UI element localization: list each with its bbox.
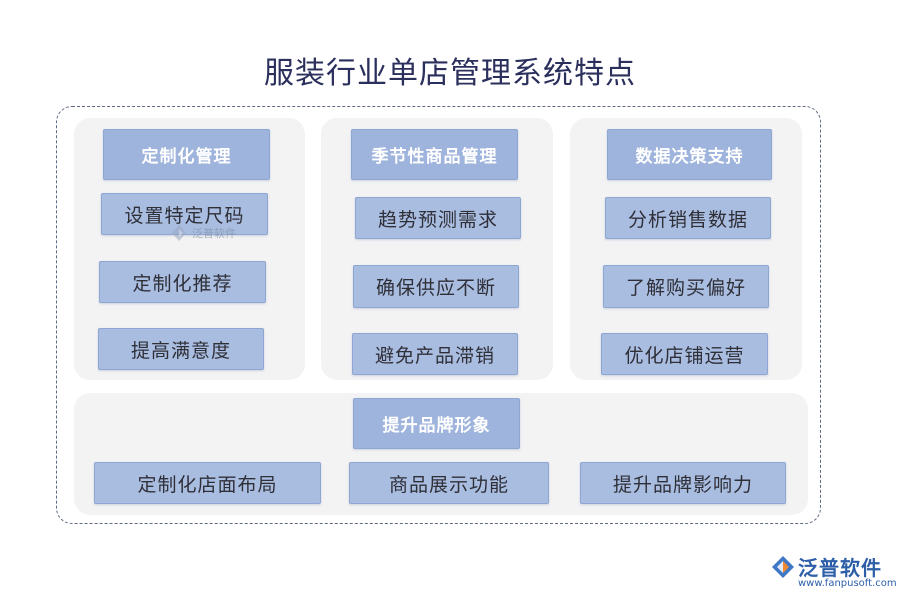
diagram-title: 服装行业单店管理系统特点 (264, 56, 636, 91)
column-1-header: 定制化管理 (103, 129, 270, 180)
column-1-item-3: 提高满意度 (98, 328, 264, 370)
column-2-item-3: 避免产品滞销 (352, 333, 518, 375)
fanpu-logo-icon (172, 225, 186, 241)
column-3-item-1: 分析销售数据 (605, 197, 771, 239)
watermark: 泛普软件 (170, 222, 280, 244)
bottom-item-1: 定制化店面布局 (94, 462, 321, 504)
column-3-header: 数据决策支持 (607, 129, 772, 180)
watermark-text: 泛普软件 (192, 227, 236, 240)
bottom-item-2: 商品展示功能 (349, 462, 549, 504)
bottom-item-3: 提升品牌影响力 (580, 462, 786, 504)
column-1-item-1: 设置特定尺码 (101, 193, 268, 235)
brand-logo: 泛普软件 www.fanpusoft.com (768, 552, 897, 596)
outer-dashed-frame (56, 106, 821, 524)
column-2-header: 季节性商品管理 (351, 129, 518, 180)
brand-name: 泛普软件 (798, 556, 882, 580)
column-3-item-2: 了解购买偏好 (603, 265, 769, 308)
column-2-item-1: 趋势预测需求 (355, 197, 521, 239)
column-1-item-2: 定制化推荐 (99, 261, 266, 303)
fanpu-logo-icon (772, 556, 794, 578)
brand-url: www.fanpusoft.com (798, 578, 897, 589)
column-3-item-3: 优化店铺运营 (601, 333, 768, 375)
column-2-item-2: 确保供应不断 (353, 265, 519, 308)
bottom-header: 提升品牌形象 (353, 398, 520, 449)
